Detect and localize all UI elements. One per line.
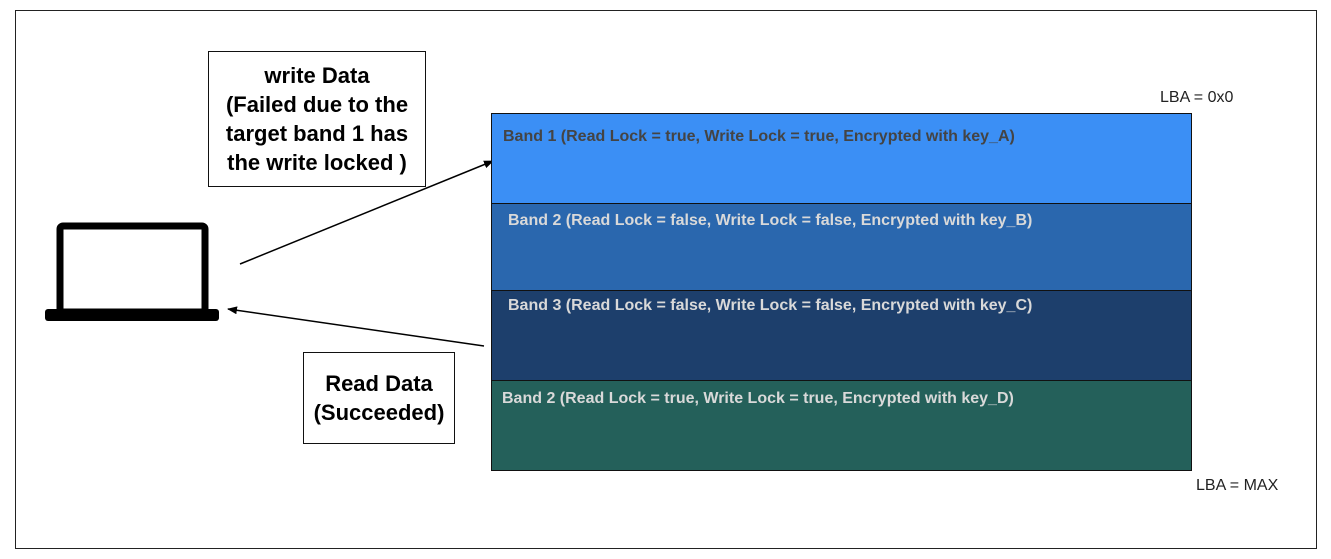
write-note-line: (Failed due to the [225, 92, 409, 117]
read-arrow [227, 306, 485, 347]
read-note-line: Read Data [325, 371, 433, 396]
band-2: Band 2 (Read Lock = false, Write Lock = … [492, 204, 1191, 291]
band-label: Band 3 (Read Lock = false, Write Lock = … [508, 297, 1033, 314]
write-data-note: write Data (Failed due to the target ban… [208, 51, 426, 187]
read-data-note: Read Data (Succeeded) [303, 352, 455, 444]
write-note-line: target band 1 has [225, 121, 409, 146]
write-note-line: write Data [264, 63, 370, 88]
write-note-line: the write locked ) [227, 150, 407, 175]
band-label: Band 2 (Read Lock = true, Write Lock = t… [502, 390, 1014, 407]
lba-bands: Band 1 (Read Lock = true, Write Lock = t… [491, 113, 1192, 471]
write-arrow [239, 160, 494, 265]
band-1: Band 1 (Read Lock = true, Write Lock = t… [492, 114, 1191, 204]
lba-start-label: LBA = 0x0 [1160, 89, 1234, 106]
band-label: Band 2 (Read Lock = false, Write Lock = … [508, 212, 1033, 229]
band-label: Band 1 (Read Lock = true, Write Lock = t… [503, 128, 1015, 145]
band-4: Band 2 (Read Lock = true, Write Lock = t… [492, 381, 1191, 470]
lba-end-label: LBA = MAX [1196, 477, 1279, 494]
band-3: Band 3 (Read Lock = false, Write Lock = … [492, 291, 1191, 381]
read-note-line: (Succeeded) [313, 400, 445, 425]
